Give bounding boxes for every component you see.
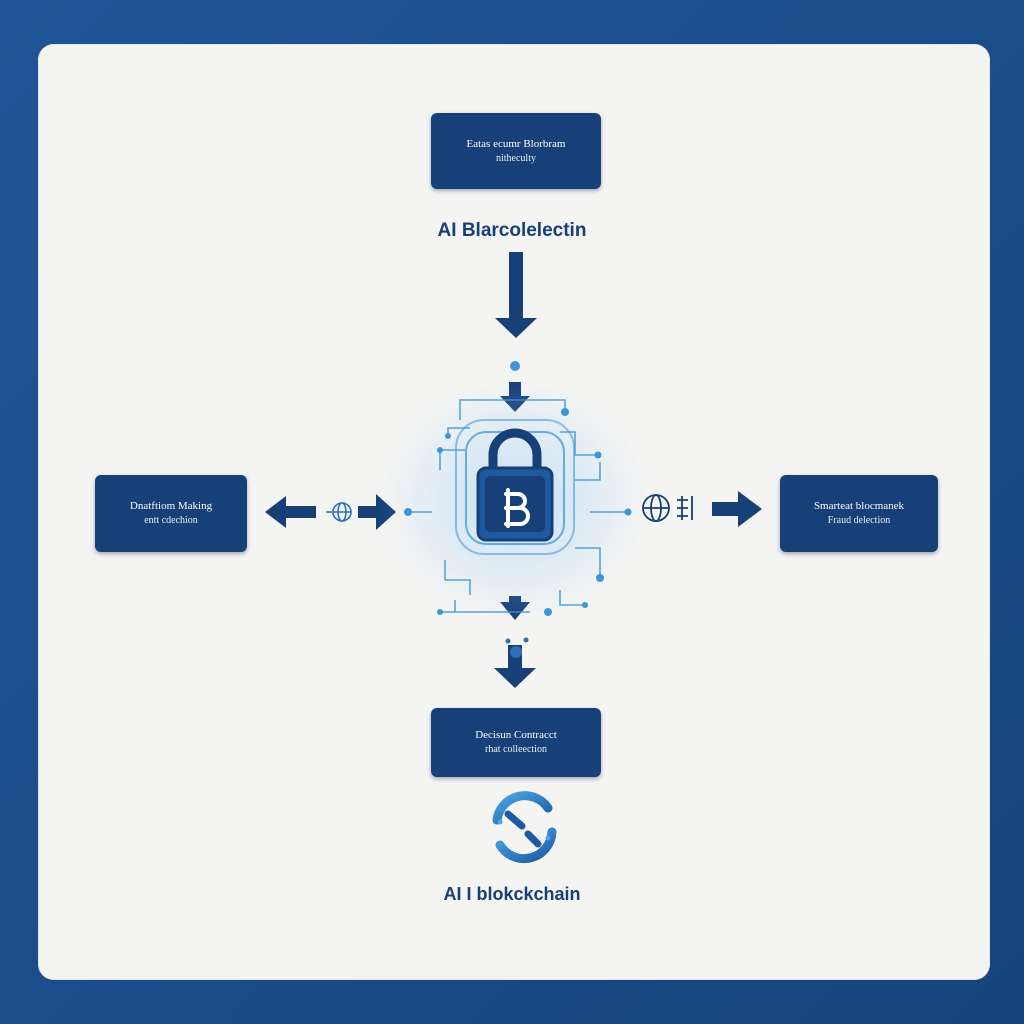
padlock-icon <box>476 428 554 542</box>
blockchain-link-icon <box>492 791 557 864</box>
arrow-right-out <box>712 491 762 527</box>
circuit-nodes <box>404 361 632 616</box>
node-left-line2: entt cdechion <box>144 515 198 526</box>
node-top: Eatas ecumr Blorbram nitheculty <box>431 113 601 189</box>
bitcoin-icon <box>504 488 530 528</box>
caption-lower: AI I blokckchain <box>443 884 581 904</box>
node-bottom-line1: Decisun Contracct <box>475 729 557 741</box>
node-bottom-line2: rhat colleection <box>485 744 547 755</box>
node-dot-icon <box>505 637 529 658</box>
arrow-left-out <box>265 496 316 528</box>
node-right: Smarteat blocmanek Fraud delection <box>780 475 938 552</box>
node-right-line1: Smarteat blocmanek <box>813 500 905 512</box>
node-top-line1: Eatas ecumr Blorbram <box>466 137 566 150</box>
node-left-line1: Dnatftiom Making <box>129 500 213 512</box>
caption-upper: AI Blarcolelectin <box>437 220 587 241</box>
circuit-traces <box>408 399 628 613</box>
globe-icon <box>326 502 352 522</box>
arrow-top-down <box>495 252 537 338</box>
globe-dollar-icon <box>642 494 693 522</box>
node-bottom: Decisun Contracct rhat colleection <box>431 708 601 777</box>
node-right-line2: Fraud delection <box>827 515 891 526</box>
node-top-line2: nitheculty <box>496 152 536 164</box>
node-left: Dnatftiom Making entt cdechion <box>95 475 247 552</box>
